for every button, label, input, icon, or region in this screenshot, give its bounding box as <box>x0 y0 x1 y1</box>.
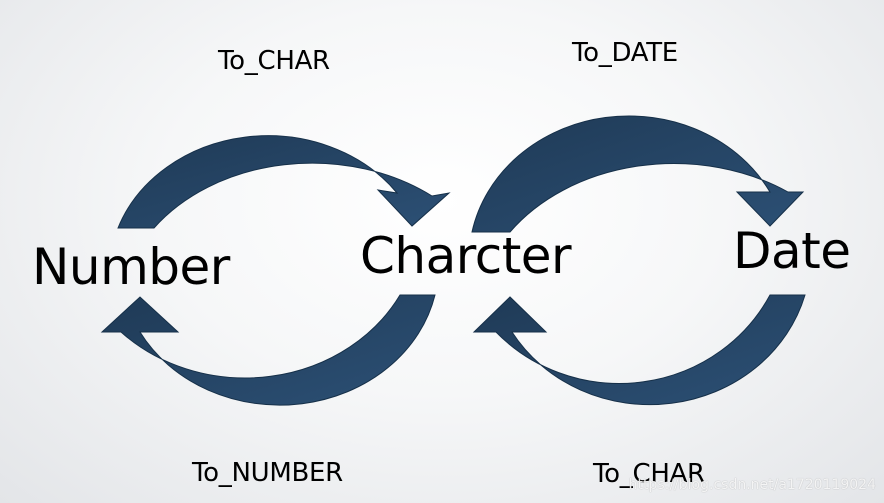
edge-label-character-to-number: To_NUMBER <box>192 458 343 488</box>
arrow-date-to-character <box>472 294 806 406</box>
node-date: Date <box>733 222 851 280</box>
node-number: Number <box>32 238 230 296</box>
arrow-character-to-date <box>471 115 805 233</box>
edge-label-character-to-date: To_DATE <box>572 38 678 68</box>
edge-label-date-to-character: To_CHAR <box>593 459 705 489</box>
edge-label-number-to-character: To_CHAR <box>218 46 330 76</box>
arrow-character-to-number <box>100 294 436 406</box>
watermark: https://blog.csdn.net/a1720119024 <box>628 477 876 493</box>
node-character: Charcter <box>360 227 572 285</box>
arrow-number-to-character <box>117 135 451 229</box>
